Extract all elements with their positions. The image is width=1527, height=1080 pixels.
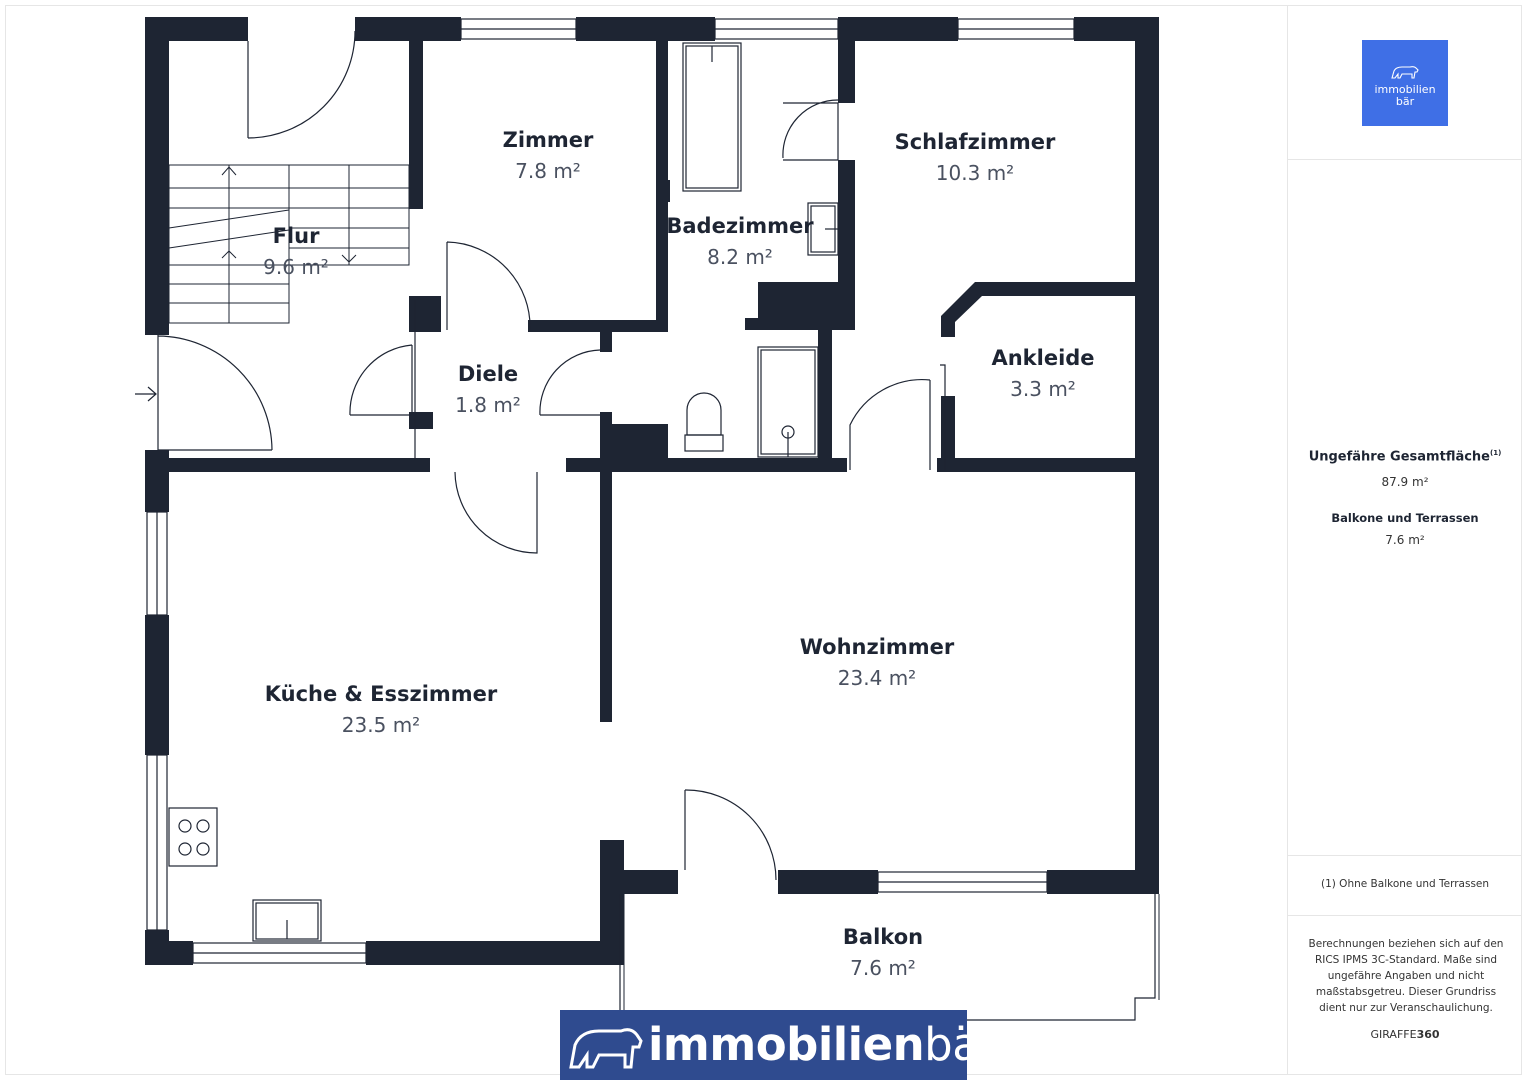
bear-logo-icon bbox=[569, 1028, 643, 1069]
balcony-rail bbox=[623, 894, 1160, 1010]
room-name-diele: Diele bbox=[457, 362, 519, 386]
brand-word-bold: immobilien bbox=[648, 1018, 925, 1071]
logo-line1: immobilien bbox=[1374, 83, 1436, 96]
panel-divider bbox=[1288, 915, 1522, 916]
kitchen-fixtures bbox=[168, 807, 322, 942]
room-area-badezimmer: 8.2 m² bbox=[707, 245, 773, 269]
room-name-badezimmer: Badezimmer bbox=[666, 214, 814, 238]
room-name-wohnzimmer: Wohnzimmer bbox=[799, 635, 955, 659]
doors bbox=[157, 30, 946, 881]
walls bbox=[145, 17, 1159, 965]
balcony-area-value: 7.6 m² bbox=[1385, 533, 1425, 547]
room-area-zimmer: 7.8 m² bbox=[515, 159, 581, 183]
total-area-label: Ungefähre Gesamtfläche(1) bbox=[1308, 449, 1502, 465]
room-area-wohnzimmer: 23.4 m² bbox=[837, 666, 917, 690]
room-name-ankleide: Ankleide bbox=[991, 346, 1095, 370]
panel-divider bbox=[1288, 159, 1522, 160]
credit-text: GIRAFFE360 bbox=[1288, 1028, 1522, 1041]
panel-divider bbox=[1288, 855, 1522, 856]
brand-wordmark: immobilienbär bbox=[648, 1018, 998, 1071]
credit-bold: 360 bbox=[1416, 1028, 1440, 1041]
room-name-zimmer: Zimmer bbox=[502, 128, 594, 152]
room-name-schlafzimmer: Schlafzimmer bbox=[894, 130, 1056, 154]
credit-light: GIRAFFE bbox=[1370, 1028, 1417, 1041]
total-area-value: 87.9 m² bbox=[1381, 475, 1429, 489]
logo-line2: bär bbox=[1395, 95, 1415, 108]
room-name-balkon: Balkon bbox=[842, 925, 924, 949]
room-area-flur: 9.6 m² bbox=[263, 255, 329, 279]
room-area-diele: 1.8 m² bbox=[455, 393, 521, 417]
bear-icon bbox=[1391, 66, 1419, 79]
disclaimer-text: Berechnungen beziehen sich auf den RICS … bbox=[1308, 938, 1504, 1014]
windows bbox=[146, 18, 1075, 964]
floor-plan bbox=[135, 17, 1160, 1021]
balcony-area-label: Balkone und Terrassen bbox=[1331, 511, 1479, 525]
room-area-balkon: 7.6 m² bbox=[850, 956, 916, 980]
staircase bbox=[168, 164, 410, 324]
balcony-outline bbox=[619, 894, 1156, 1021]
room-name-flur: Flur bbox=[272, 224, 320, 248]
brand-banner: immobilienbär bbox=[560, 1010, 998, 1080]
total-area-footnote-marker: (1) bbox=[1490, 449, 1502, 457]
brand-word-light: bär bbox=[924, 1018, 998, 1071]
footnote-text: (1) Ohne Balkone und Terrassen bbox=[1320, 878, 1490, 890]
room-area-kueche-esszimmer: 23.5 m² bbox=[341, 713, 421, 737]
room-area-ankleide: 3.3 m² bbox=[1010, 377, 1076, 401]
bathroom-fixtures bbox=[682, 42, 839, 458]
room-name-kueche-esszimmer: Küche & Esszimmer bbox=[264, 682, 498, 706]
room-area-schlafzimmer: 10.3 m² bbox=[935, 161, 1015, 185]
entrance-arrow-icon bbox=[135, 386, 157, 402]
